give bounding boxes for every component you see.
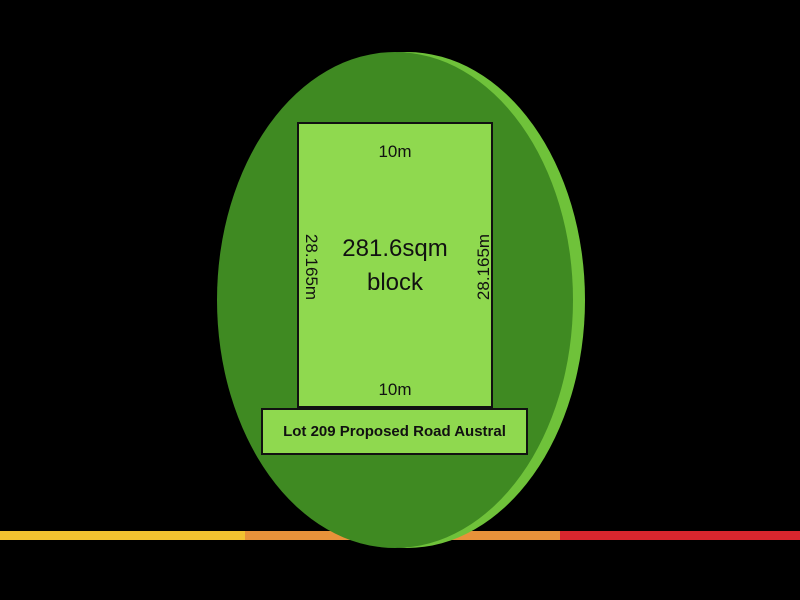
bottom-width-label: 10m [378, 380, 412, 399]
area-label: 281.6sqm block [299, 232, 491, 300]
right-depth-label: 28.165m [474, 233, 493, 301]
address-label: Lot 209 Proposed Road Austral [283, 423, 506, 440]
area-value: 281.6sqm [342, 235, 448, 262]
address-label-box: Lot 209 Proposed Road Austral [261, 408, 528, 455]
yellow-stripe [0, 531, 245, 540]
left-depth-label: 28.165m [302, 233, 321, 301]
lot-block: 10m 281.6sqm block 28.165m 28.165m 10m [297, 122, 493, 408]
red-stripe [560, 531, 800, 540]
area-unit-text: block [366, 269, 424, 296]
top-width-label: 10m [378, 142, 412, 161]
